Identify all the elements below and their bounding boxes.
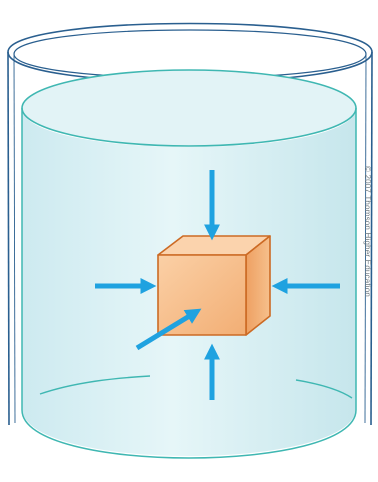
- glass-left-wall-inner: [14, 54, 15, 423]
- submerged-cube: [158, 236, 270, 335]
- copyright-credit: © 2007 Thomson Higher Education: [361, 154, 375, 308]
- copyright-credit-text: © 2007 Thomson Higher Education: [364, 165, 373, 296]
- glass-rim-back: [8, 24, 372, 53]
- glass-rim-back-inner: [14, 30, 366, 54]
- glass-left-wall: [8, 52, 9, 425]
- water-surface: [22, 70, 356, 146]
- cube-front-face: [158, 255, 246, 335]
